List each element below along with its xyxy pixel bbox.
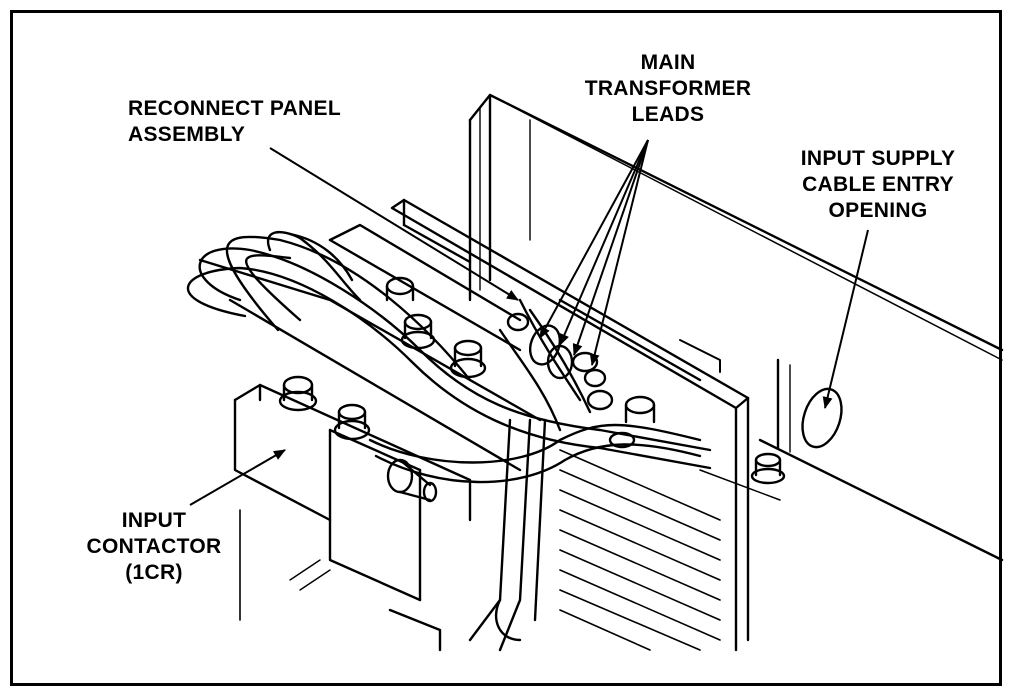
cable-entry-opening xyxy=(801,387,843,449)
main-leader-3 xyxy=(572,139,649,356)
terminal-block-row xyxy=(198,223,542,472)
main-leader-1 xyxy=(539,139,649,339)
reconnect-panel-bar xyxy=(390,198,750,652)
leader-lines xyxy=(189,139,869,506)
main-leader-4 xyxy=(589,139,649,366)
supply-leader xyxy=(822,229,869,409)
transformer-lead-terminals xyxy=(528,324,721,449)
reconnect-panel-label: RECONNECT PANEL ASSEMBLY xyxy=(128,97,341,146)
main-leader-2 xyxy=(559,139,649,346)
contactor-leader xyxy=(189,449,286,506)
input-contactor-label: INPUT CONTACTOR (1CR) xyxy=(86,509,222,584)
input-contactor-body xyxy=(233,383,472,652)
base-panel xyxy=(699,358,1004,562)
cable-loops xyxy=(186,230,712,652)
right-bolt xyxy=(750,452,786,485)
diagram-frame xyxy=(10,10,1002,686)
ribbed-base xyxy=(559,449,721,651)
input-supply-opening-label: INPUT SUPPLY CABLE ENTRY OPENING xyxy=(800,147,956,222)
main-transformer-leads-label: MAIN TRANSFORMER LEADS xyxy=(584,51,752,126)
reconnect-leader xyxy=(269,147,519,301)
